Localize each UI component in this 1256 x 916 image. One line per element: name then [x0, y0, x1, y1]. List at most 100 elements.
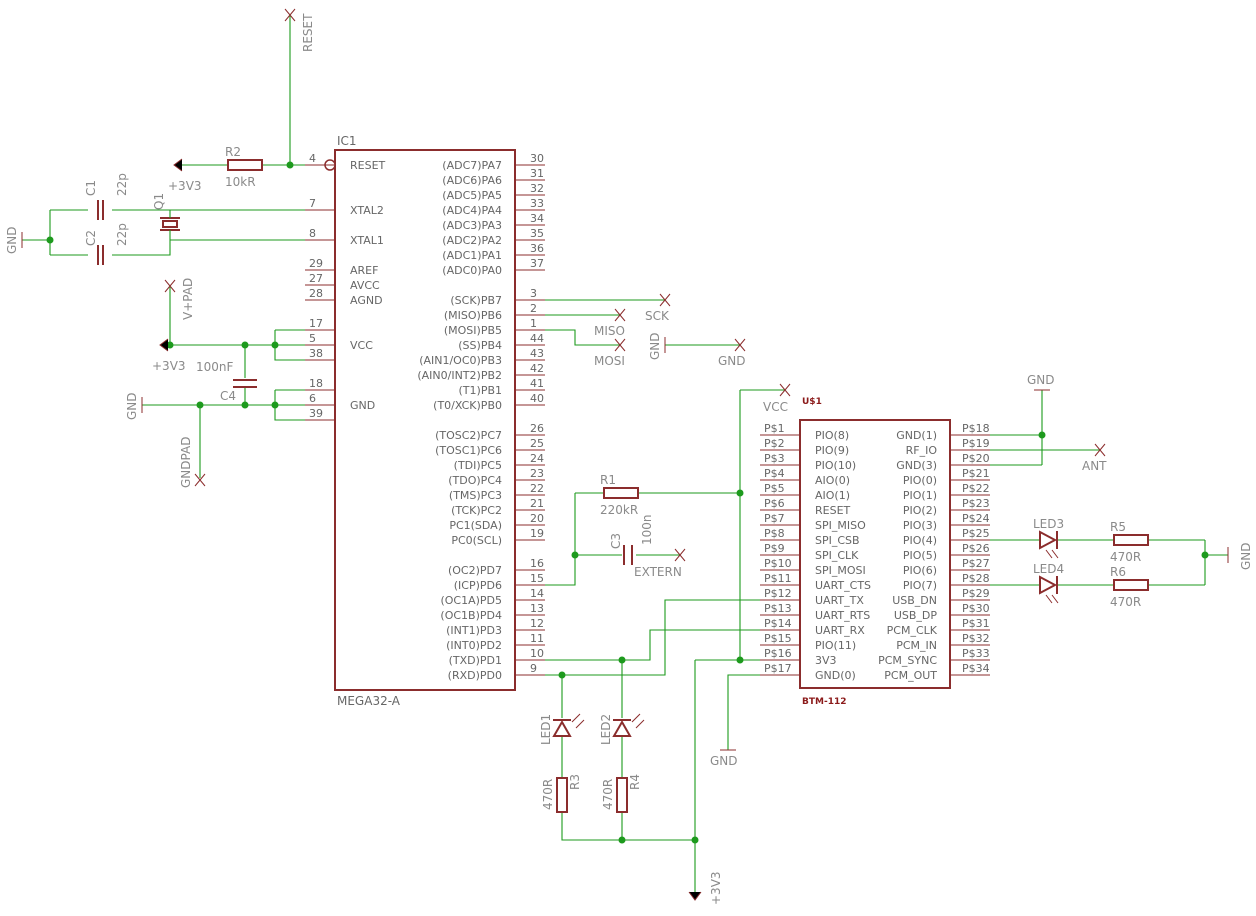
- net-gnd-bottom: GND: [710, 754, 738, 768]
- u1-left-pin-pad: P$15: [764, 632, 792, 645]
- led4-ref: LED4: [1033, 562, 1064, 576]
- u1-left-pin-pad: P$8: [764, 527, 785, 540]
- u1-left-pin-pad: P$2: [764, 437, 785, 450]
- c3-value: 100n: [640, 514, 654, 545]
- ic1-right-pin-number: 31: [530, 167, 544, 180]
- u1-left-pin-name: GND(0): [815, 669, 856, 682]
- led-led2: LED2: [599, 713, 645, 745]
- u1-left-pin-pad: P$3: [764, 452, 785, 465]
- resistor-r3: 470R R3: [541, 774, 582, 813]
- u1-right-pin-pad: P$23: [962, 497, 990, 510]
- ic1-left-pin-name: XTAL2: [350, 204, 384, 217]
- u1-value: BTM-112: [802, 697, 846, 707]
- ic1-right-pin-number: 37: [530, 257, 544, 270]
- ic1-left-pin-name: GND: [350, 399, 375, 412]
- u1-left-pin-name: UART_TX: [815, 594, 864, 607]
- ic1-right-pin-name: (T1)PB1: [459, 384, 502, 397]
- ic1-left-pin-name: AGND: [350, 294, 383, 307]
- u1-left-pin-pad: P$4: [764, 467, 785, 480]
- u1-left-pin-name: UART_RTS: [815, 609, 870, 622]
- ic1-right-pin-number: 20: [530, 512, 544, 525]
- c4-value: 100nF: [196, 360, 234, 374]
- net-vcc: VCC: [763, 400, 788, 414]
- ic1-mega32: IC1 MEGA32-A 4RESET7XTAL28XTAL129AREF27A…: [305, 134, 545, 708]
- ic1-left-pin-number: 17: [309, 317, 323, 330]
- u1-right-pin-pad: P$33: [962, 647, 990, 660]
- ic1-right-pin-number: 42: [530, 362, 544, 375]
- u1-right-pin-pad: P$26: [962, 542, 990, 555]
- c3-ref: C3: [609, 533, 623, 549]
- net-vpad: V+PAD: [181, 278, 195, 320]
- u1-right-pin-name: PIO(4): [903, 534, 937, 547]
- net-symbols: RESET +3V3 GND V+PAD +3V3 GND GNDPAD SCK…: [5, 8, 1253, 905]
- ic1-left-pin-name: VCC: [350, 339, 373, 352]
- ic1-right-pin-name: (OC1A)PD5: [440, 594, 502, 607]
- u1-right-pin-pad: P$34: [962, 662, 990, 675]
- u1-left-pin-name: SPI_CSB: [815, 534, 860, 547]
- ic1-right-pin-number: 32: [530, 182, 544, 195]
- u1-left-pin-name: PIO(11): [815, 639, 856, 652]
- u1-right-pin-name: GND(3): [896, 459, 937, 472]
- ic1-right-pin-name: (TCK)PC2: [451, 504, 502, 517]
- ic1-left-pin-number: 5: [309, 332, 316, 345]
- led1-ref: LED1: [539, 714, 553, 745]
- u1-right-pin-pad: P$21: [962, 467, 990, 480]
- ic1-right-pin-number: 11: [530, 632, 544, 645]
- ic1-right-pin-name: (INT0)PD2: [446, 639, 502, 652]
- ic1-right-pin-name: (SCK)PB7: [450, 294, 502, 307]
- ic1-right-pin-number: 34: [530, 212, 544, 225]
- net-gnd-xtal: GND: [5, 226, 19, 254]
- u1-right-pin-pad: P$22: [962, 482, 990, 495]
- net-gnd-c4: GND: [125, 392, 139, 420]
- crystal-q1: Q1: [152, 193, 180, 240]
- net-mosi: MOSI: [594, 354, 625, 368]
- capacitor-c4: 100nF C4: [196, 360, 257, 403]
- u1-right-pin-pad: P$20: [962, 452, 990, 465]
- ic1-right-pin-name: (MOSI)PB5: [444, 324, 502, 337]
- u1-right-pin-pad: P$32: [962, 632, 990, 645]
- u1-left-pin-name: SPI_CLK: [815, 549, 859, 562]
- ic1-right-pin-number: 36: [530, 242, 544, 255]
- ic1-right-pins: 30(ADC7)PA731(ADC6)PA632(ADC5)PA533(ADC4…: [417, 152, 545, 682]
- ic1-right-pin-name: (TOSC1)PC6: [435, 444, 502, 457]
- ic1-left-pin-number: 7: [309, 197, 316, 210]
- net-gnd-mid2: GND: [718, 354, 746, 368]
- q1-ref: Q1: [152, 193, 166, 210]
- u1-ref: U$1: [802, 397, 822, 407]
- resistor-r6: R6 470R: [1110, 565, 1149, 609]
- net-gnd-btm-top: GND: [1027, 373, 1055, 387]
- c4-ref: C4: [220, 389, 236, 403]
- net-v3-top: +3V3: [168, 179, 202, 193]
- ic1-right-pin-name: (OC1B)PD4: [440, 609, 502, 622]
- u1-left-pin-pad: P$13: [764, 602, 792, 615]
- ic1-left-pin-number: 8: [309, 227, 316, 240]
- c1-value: 22p: [115, 173, 129, 196]
- ic1-left-pin-name: RESET: [350, 159, 386, 172]
- ic1-left-pin-number: 29: [309, 257, 323, 270]
- ic1-right-pin-number: 12: [530, 617, 544, 630]
- led-led1: LED1: [539, 713, 585, 745]
- net-reset: RESET: [301, 13, 315, 52]
- junctions: [46, 161, 1209, 844]
- u1-left-pin-name: AIO(0): [815, 474, 850, 487]
- u1-left-pin-name: UART_CTS: [815, 579, 871, 592]
- u1-btm112: U$1 BTM-112 P$1PIO(8)P$2PIO(9)P$3PIO(10)…: [760, 397, 990, 707]
- r2-ref: R2: [225, 145, 241, 159]
- wires: [22, 15, 1228, 900]
- r3-value: 470R: [541, 779, 555, 810]
- ic1-right-pin-number: 24: [530, 452, 544, 465]
- capacitor-c1: C1 22p: [84, 173, 129, 220]
- ic1-right-pin-name: (ICP)PD6: [454, 579, 502, 592]
- net-gndpad: GNDPAD: [179, 437, 193, 488]
- net-extern: EXTERN: [634, 565, 682, 579]
- ic1-right-pin-name: (TXD)PD1: [449, 654, 502, 667]
- u1-left-pin-pad: P$9: [764, 542, 785, 555]
- led-led3: LED3: [1033, 517, 1064, 559]
- ic1-left-pin-number: 39: [309, 407, 323, 420]
- ic1-right-pin-number: 14: [530, 587, 544, 600]
- u1-right-pin-name: RF_IO: [906, 444, 938, 457]
- ic1-value: MEGA32-A: [337, 694, 401, 708]
- u1-left-pin-pad: P$5: [764, 482, 785, 495]
- r5-ref: R5: [1110, 520, 1126, 534]
- u1-right-pin-pad: P$24: [962, 512, 990, 525]
